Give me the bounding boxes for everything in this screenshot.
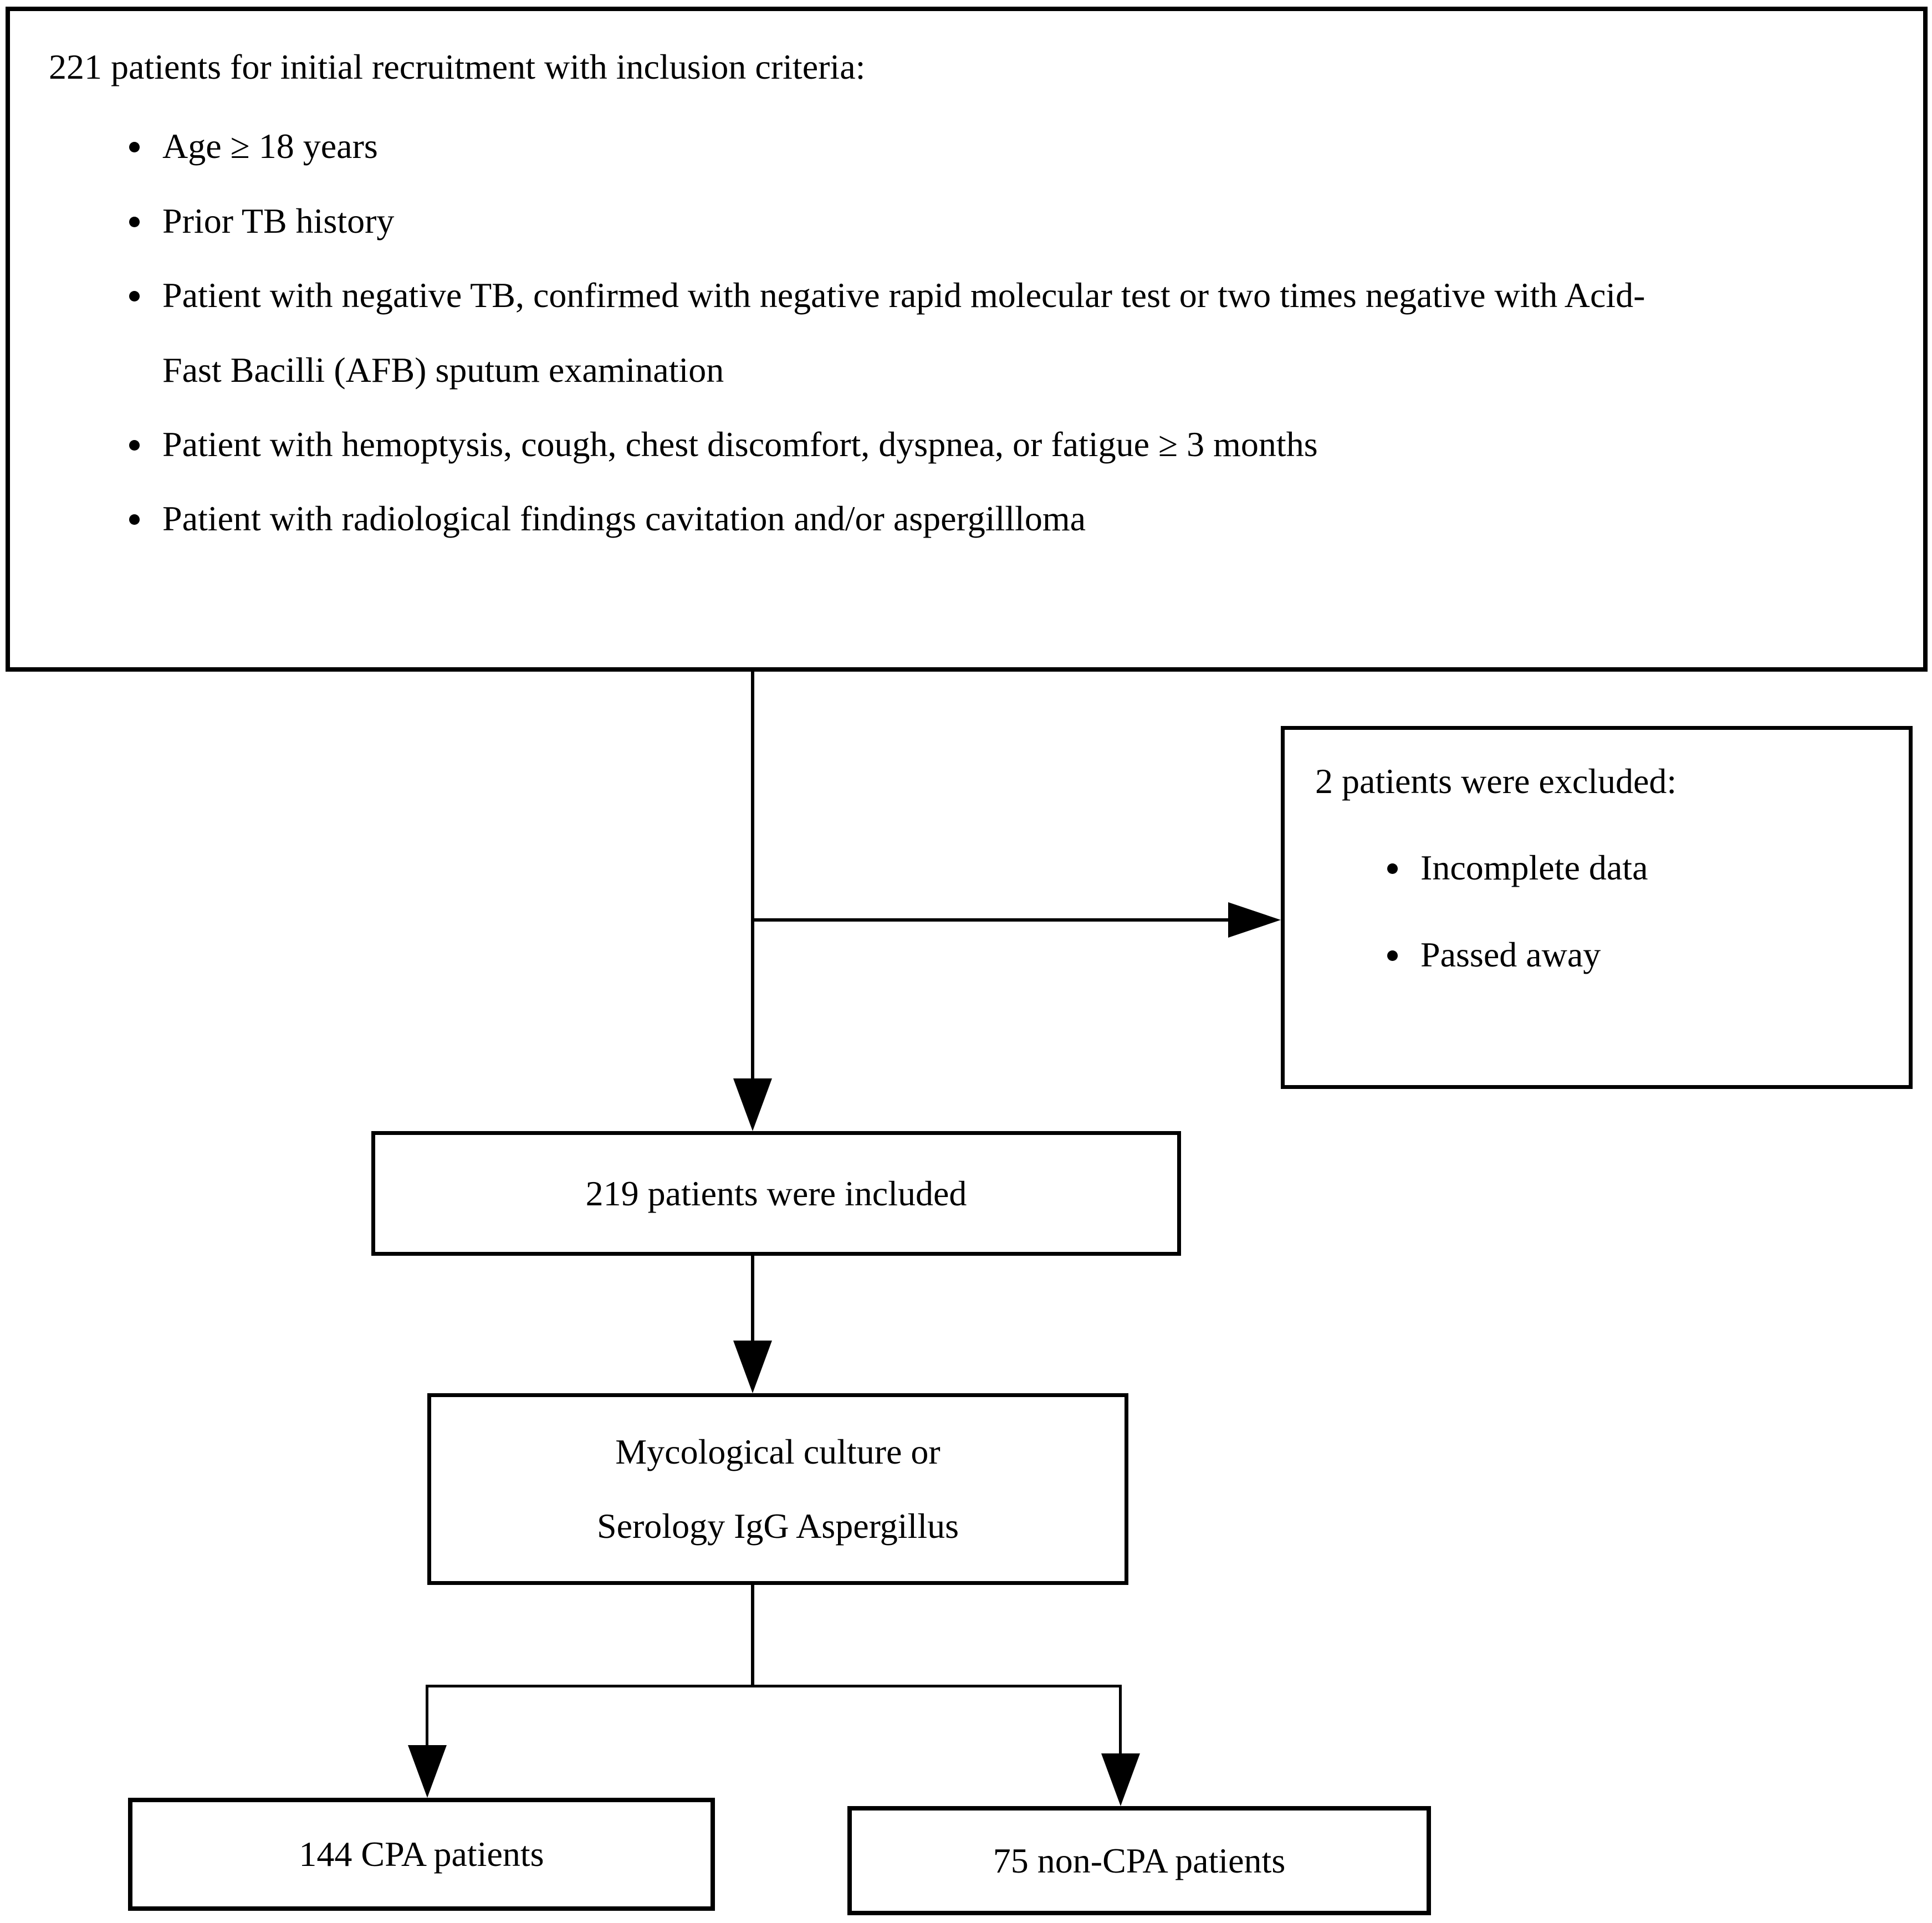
inclusion-bullet-symptoms: Patient with hemoptysis, cough, chest di… <box>154 407 1901 482</box>
inclusion-bullet-negative-tb: Patient with negative TB, confirmed with… <box>154 258 1659 407</box>
mycology-serology-box: Mycological culture or Serology IgG Aspe… <box>427 1393 1128 1585</box>
connector-split-to-cpa <box>426 1685 428 1747</box>
cpa-patients-box: 144 CPA patients <box>128 1798 715 1911</box>
included-patients-box: 219 patients were included <box>371 1131 1181 1256</box>
inclusion-heading: 221 patients for initial recruitment wit… <box>49 47 866 86</box>
connector-split-horizontal <box>427 1685 1122 1687</box>
excluded-bullet-passed-away: Passed away <box>1412 912 1892 999</box>
test-box-line2: Serology IgG Aspergillus <box>596 1506 959 1546</box>
inclusion-bullet-radiology: Patient with radiological findings cavit… <box>154 482 1901 556</box>
connector-branch-to-excluded <box>753 918 1230 922</box>
excluded-bullet-incomplete-data: Incomplete data <box>1412 825 1892 912</box>
included-patients-label: 219 patients were included <box>585 1173 967 1213</box>
arrowhead-to-noncpa-box <box>1101 1753 1140 1806</box>
cpa-patients-label: 144 CPA patients <box>299 1834 544 1874</box>
excluded-bullet-list: Incomplete data Passed away <box>1315 825 1892 999</box>
non-cpa-patients-label: 75 non-CPA patients <box>993 1840 1286 1880</box>
arrowhead-to-test-box <box>733 1341 772 1393</box>
connector-top-to-included <box>751 672 754 1082</box>
arrowhead-to-included-box <box>733 1078 772 1131</box>
connector-included-to-test <box>751 1256 754 1344</box>
inclusion-criteria-box: 221 patients for initial recruitment wit… <box>6 7 1928 672</box>
inclusion-bullet-list: Age ≥ 18 years Prior TB history Patient … <box>49 109 1901 556</box>
excluded-heading: 2 patients were excluded: <box>1315 761 1677 801</box>
excluded-patients-box: 2 patients were excluded: Incomplete dat… <box>1281 726 1913 1089</box>
arrowhead-to-excluded-box <box>1228 902 1281 938</box>
inclusion-bullet-tb-history: Prior TB history <box>154 184 1901 258</box>
test-box-line1: Mycological culture or <box>615 1431 941 1471</box>
arrowhead-to-cpa-box <box>408 1745 447 1798</box>
inclusion-bullet-age: Age ≥ 18 years <box>154 109 1901 183</box>
non-cpa-patients-box: 75 non-CPA patients <box>847 1806 1431 1915</box>
connector-test-to-split <box>751 1585 754 1687</box>
connector-split-to-noncpa <box>1119 1685 1122 1755</box>
